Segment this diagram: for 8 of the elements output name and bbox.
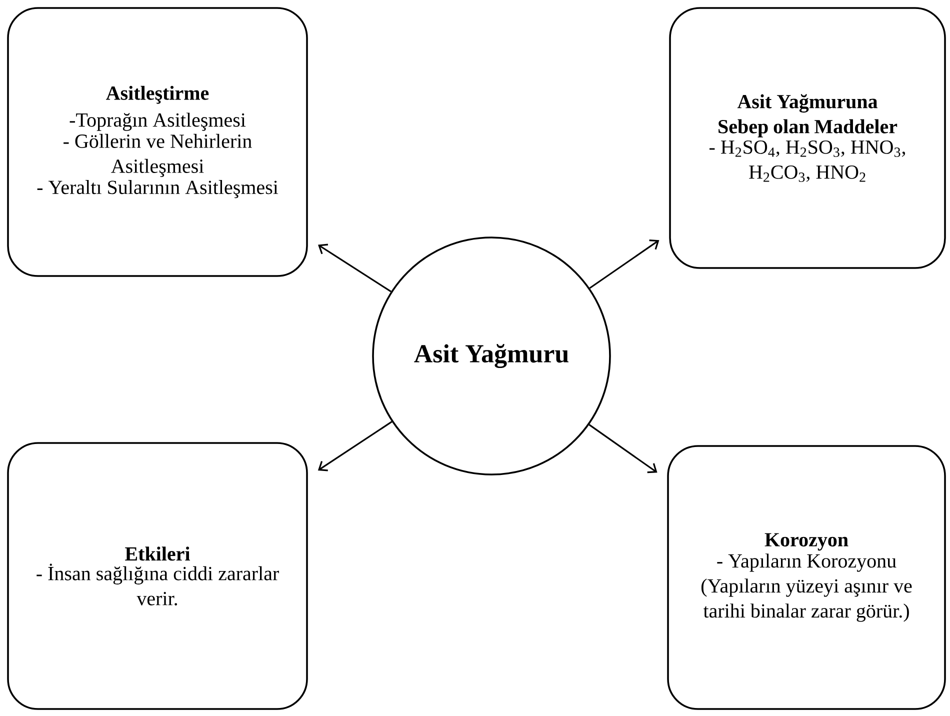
topic-box: Asitleştirme -Toprağın Asitleşmesi - Göllerin ve Nehirlerin Asitleşmesi - Yeraltı Sularının Asitleşmesi: [7, 7, 308, 277]
arrow: [318, 244, 392, 292]
arrow: [318, 421, 392, 472]
arrow: [588, 424, 658, 474]
topic-box: Asit Yağmuruna Sebep olan Maddeler - H$_{2}$SO$_{4}$, H$_{2}$SO$_{3}$, HNO$_{3}$, H$_{2}$CO$_{3}$, HNO$_{2}$: [669, 7, 946, 269]
topic-box: Korozyon - Yapıların Korozyonu (Yapıların yüzeyi aşınır ve tarihi binalar zarar görür.): [667, 445, 946, 710]
topic-box: Etkileri - İnsan sağlığına ciddi zararlar verir.: [7, 442, 308, 710]
arrow: [589, 240, 660, 289]
